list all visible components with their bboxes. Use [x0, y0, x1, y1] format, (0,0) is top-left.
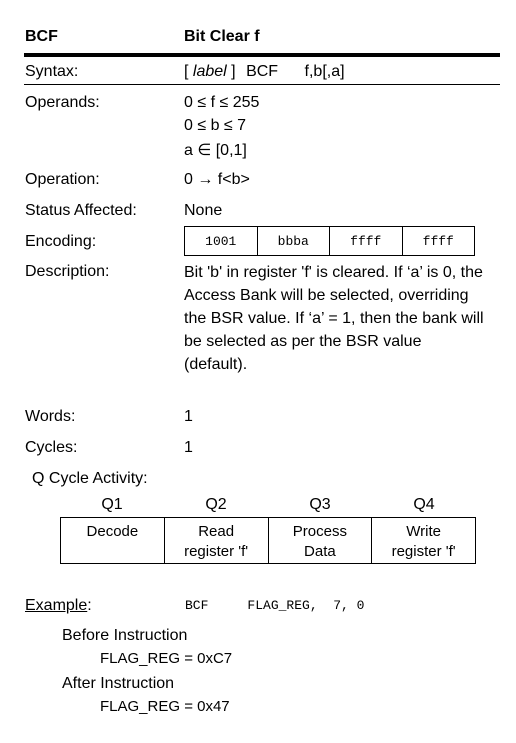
example-code: BCF FLAG_REG, 7, 0: [185, 598, 365, 613]
syntax-open-bracket: [: [184, 63, 189, 80]
q-cycle-header: Q4: [413, 496, 435, 513]
encoding-cell: ffff: [330, 227, 403, 255]
syntax-args: f,b[,a]: [304, 63, 345, 80]
before-instruction-label: Before Instruction: [62, 627, 188, 644]
description-text: Bit 'b' in register 'f' is cleared. If ‘…: [184, 264, 484, 373]
syntax-rule: [24, 84, 500, 85]
q-cycle-header: Q3: [309, 496, 331, 513]
syntax-close-bracket: ]: [231, 63, 236, 80]
words-value: 1: [184, 408, 193, 425]
q-cycle-header: Q1: [101, 496, 123, 513]
header-rule: [24, 53, 500, 57]
status-value: None: [184, 202, 223, 219]
operation-label: Operation:: [25, 171, 100, 188]
before-instruction-value: FLAG_REG = 0xC7: [100, 650, 233, 667]
q-cycle-cell: Process Data: [269, 518, 373, 563]
q-cycle-headers: Q1 Q2 Q3 Q4: [60, 496, 476, 514]
q-cycle-cell: Read register 'f': [165, 518, 269, 563]
description-label: Description:: [25, 263, 110, 280]
syntax-opcode: BCF: [246, 63, 279, 80]
operand-b-range: 0 ≤ b ≤ 7: [184, 117, 247, 134]
encoding-cell: bbba: [258, 227, 330, 255]
encoding-cell: 1001: [185, 227, 258, 255]
after-instruction-label: After Instruction: [62, 675, 175, 692]
instruction-mnemonic: BCF: [25, 28, 58, 45]
q-cycle-cell: Decode: [61, 518, 165, 563]
example-label: Example:: [25, 597, 92, 615]
q-cycle-header: Q2: [205, 496, 227, 513]
words-label: Words:: [25, 408, 76, 425]
operand-a-range: a ∈ [0,1]: [184, 142, 247, 159]
operation-value: 0 → f<b>: [184, 171, 250, 188]
q-cycle-table: Decode Read register 'f' Process Data Wr…: [60, 517, 476, 564]
cycles-value: 1: [184, 439, 193, 456]
encoding-cell: ffff: [422, 233, 454, 249]
status-label: Status Affected:: [25, 202, 137, 219]
syntax-label: Syntax:: [25, 63, 79, 80]
example-colon: :: [87, 597, 92, 614]
syntax-value: [ label ] BCF f,b[,a]: [184, 63, 345, 81]
encoding-table: 1001 bbba ffff ffff: [184, 226, 475, 256]
q-cycle-cell: Write register 'f': [391, 523, 456, 560]
operand-f-range: 0 ≤ f ≤ 255: [184, 94, 260, 111]
syntax-label-italic: label: [192, 63, 227, 80]
example-heading: Example: [25, 597, 88, 614]
encoding-label: Encoding:: [25, 233, 97, 250]
operands-label: Operands:: [25, 94, 100, 111]
after-instruction-value: FLAG_REG = 0x47: [100, 698, 230, 715]
cycles-label: Cycles:: [25, 439, 78, 456]
q-cycle-label: Q Cycle Activity:: [32, 470, 148, 487]
instruction-title: Bit Clear f: [184, 28, 260, 45]
